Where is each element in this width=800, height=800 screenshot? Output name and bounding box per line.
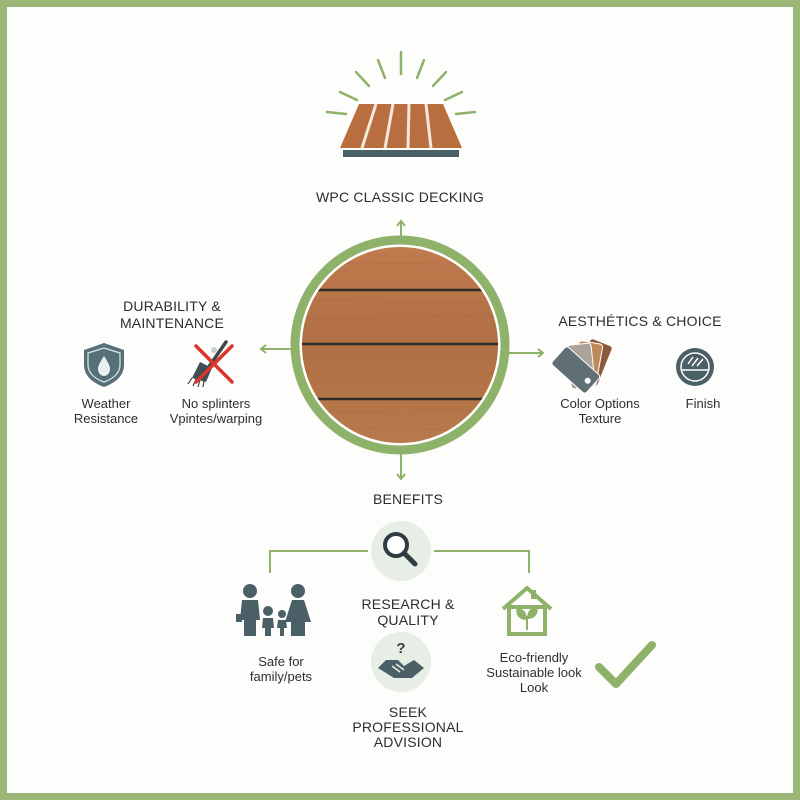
magnifier-icon [371, 521, 431, 581]
splinters-label-line2: Vpintes/warping [169, 411, 263, 426]
advice-label-line3: ADVISION [373, 734, 443, 750]
benefits-heading: BENEFITS [372, 491, 444, 507]
research-label-line2: QUALITY [377, 612, 439, 628]
advice-label-line1: SEEK [388, 704, 428, 720]
family-label-line1: Safe for [258, 654, 304, 669]
eco-house-icon [501, 586, 553, 636]
eco-label-line3: Look [519, 680, 549, 695]
broom-crossed-icon [187, 340, 234, 388]
color-options-label-line2: Texture [578, 411, 622, 426]
weather-label-line2: Resistance [73, 411, 139, 426]
connector-arrows [259, 219, 545, 481]
finish-label: Finish [685, 396, 721, 411]
eco-label-line1: Eco-friendly [499, 650, 569, 665]
finish-circle-icon [676, 348, 714, 386]
diagram-canvas: ? [84, 50, 714, 692]
checkmark-icon [595, 641, 656, 688]
eco-label-line2: Sustainable look [486, 665, 582, 680]
benefits-connectors [269, 550, 530, 573]
durability-heading-line2: MAINTENANCE [119, 315, 225, 331]
diagram-title: WPC CLASSIC DECKING [316, 189, 484, 205]
handshake-question-icon: ? [371, 632, 431, 692]
color-swatch-icon [551, 338, 613, 394]
svg-text:?: ? [396, 640, 405, 657]
family-label-line2: family/pets [249, 669, 313, 684]
aesthetics-heading: AESTHÉTICS & CHOICE [558, 313, 722, 329]
weather-label-line1: Weather [81, 396, 131, 411]
advice-label-line2: PROFESSIONAL [352, 719, 464, 735]
durability-heading-line1: DURABILITY & [123, 298, 221, 314]
deck-boards-icon [340, 103, 462, 157]
shield-drop-icon [84, 343, 124, 387]
wood-circle [290, 235, 510, 455]
splinters-label-line1: No splinters [181, 396, 251, 411]
family-icon [236, 584, 311, 636]
color-options-label-line1: Color Options [560, 396, 640, 411]
sun-rays-icon [325, 50, 477, 116]
research-label-line1: RESEARCH & [361, 596, 455, 612]
